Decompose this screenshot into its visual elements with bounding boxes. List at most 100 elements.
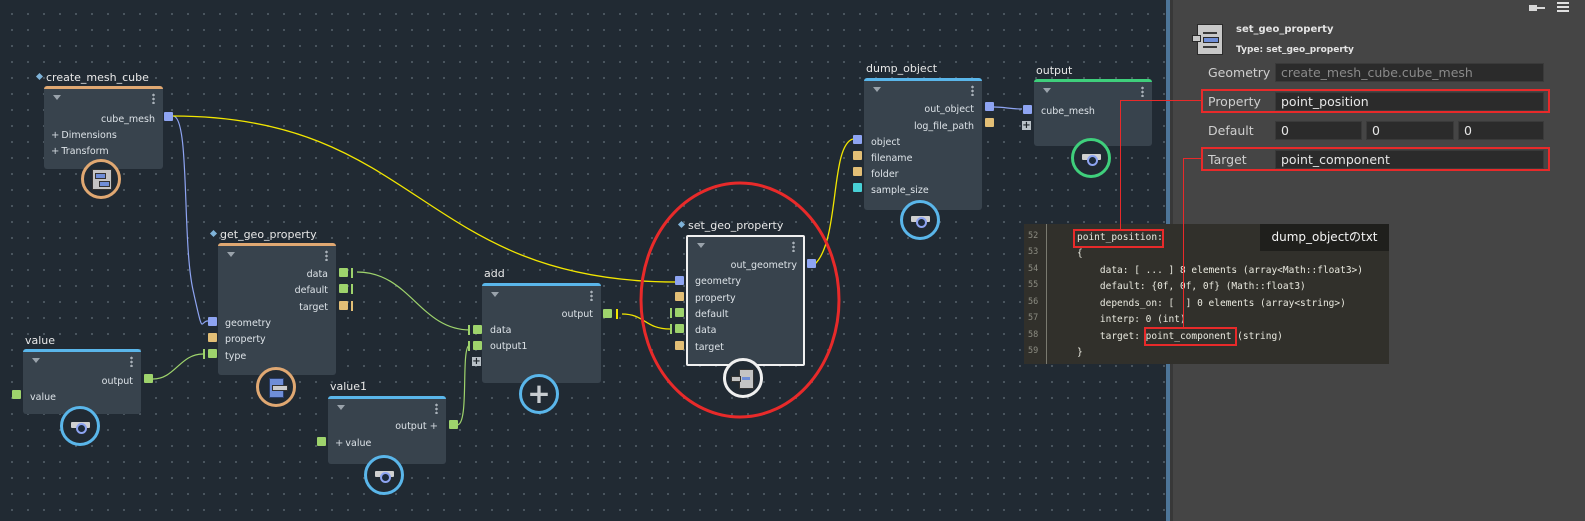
property-field[interactable]: point_position — [1275, 92, 1544, 111]
node-output[interactable]: cube_mesh — [1034, 79, 1152, 146]
port-in-property[interactable] — [208, 333, 217, 342]
group-dimensions[interactable]: +Dimensions — [51, 130, 117, 142]
port-out-output[interactable] — [603, 309, 612, 318]
line-number: 56 — [1028, 297, 1039, 307]
default-x-field[interactable]: 0 — [1275, 121, 1362, 140]
port-in-value[interactable] — [317, 437, 326, 446]
line-number: 52 — [1028, 231, 1039, 241]
line-number: 53 — [1028, 247, 1039, 257]
set-property-node-icon[interactable] — [723, 358, 763, 398]
port-in-default[interactable] — [675, 308, 684, 317]
node-menu-icon[interactable] — [792, 241, 795, 252]
node-menu-icon[interactable] — [971, 85, 974, 96]
viewer-icon — [1082, 154, 1101, 166]
collapse-icon[interactable] — [697, 243, 705, 248]
port-in-type[interactable] — [208, 349, 217, 358]
port-in-geometry[interactable] — [208, 317, 217, 326]
port-in-value[interactable] — [12, 390, 21, 399]
code-line: point_position: — [1077, 232, 1163, 243]
expand-icon[interactable]: + — [335, 438, 344, 449]
port-label-output: output + — [395, 421, 440, 433]
node-set-geo-property[interactable]: out_geometry geometry property default d… — [686, 235, 805, 366]
hamburger-menu-icon[interactable] — [1557, 2, 1571, 13]
collapse-icon[interactable] — [227, 252, 235, 257]
connector-line — [1183, 158, 1201, 159]
port-label-property: property — [225, 334, 266, 345]
port-label-default: default — [294, 285, 328, 296]
connector-line — [1120, 100, 1121, 229]
collapse-icon[interactable] — [491, 292, 499, 297]
default-y-field[interactable]: 0 — [1366, 121, 1454, 140]
expand-icon[interactable]: + — [429, 421, 438, 432]
node-type: Type: set_geo_property — [1236, 45, 1354, 55]
node-title-get-geo-property[interactable]: get_geo_property — [209, 228, 317, 241]
collapse-icon[interactable] — [53, 95, 61, 100]
gutter-divider — [1046, 224, 1047, 364]
node-add[interactable]: output data output1 — [482, 283, 601, 383]
viewer-node-icon[interactable] — [364, 455, 404, 495]
arrow-icon — [731, 376, 741, 382]
node-value1[interactable]: output + +value — [328, 396, 446, 464]
port-out-output[interactable] — [144, 374, 153, 383]
node-title-dump-object[interactable]: dump_object — [866, 62, 938, 75]
collapse-icon[interactable] — [1043, 88, 1051, 93]
port-in-sample-size[interactable] — [853, 183, 862, 192]
property-highlight-box — [1201, 89, 1550, 113]
node-graph-canvas[interactable] — [0, 0, 1166, 521]
port-in-geometry[interactable] — [675, 276, 684, 285]
port-out-output[interactable] — [449, 420, 458, 429]
port-connection-marker — [670, 308, 672, 318]
port-out-out-geometry[interactable] — [807, 259, 816, 268]
node-menu-icon[interactable] — [130, 356, 133, 367]
node-menu-icon[interactable] — [1141, 86, 1144, 97]
group-transform[interactable]: +Transform — [51, 146, 109, 158]
port-out-data[interactable] — [339, 268, 348, 277]
node-menu-icon[interactable] — [325, 250, 328, 261]
get-property-node-icon[interactable] — [256, 367, 296, 407]
pin-icon[interactable] — [1529, 4, 1545, 12]
viewer-node-icon[interactable] — [1071, 138, 1111, 178]
port-in-target[interactable] — [675, 341, 684, 350]
viewer-node-icon[interactable] — [900, 200, 940, 240]
collapse-icon[interactable] — [32, 358, 40, 363]
node-menu-icon[interactable] — [435, 403, 438, 414]
node-dump-object[interactable]: out_object log_file_path object filename… — [864, 78, 982, 210]
port-in-object[interactable] — [853, 135, 862, 144]
node-value[interactable]: output value — [23, 349, 141, 414]
cube-mesh-node-icon[interactable] — [81, 159, 121, 199]
port-out-cube-mesh[interactable] — [164, 112, 173, 121]
port-in-data[interactable] — [473, 325, 482, 334]
node-title-add[interactable]: add — [484, 267, 505, 280]
default-z-field[interactable]: 0 — [1458, 121, 1544, 140]
port-out-log-file-path[interactable] — [985, 118, 994, 127]
node-get-geo-property[interactable]: data default target geometry property ty… — [218, 243, 336, 375]
node-title-value[interactable]: value — [25, 334, 56, 347]
node-menu-icon[interactable] — [152, 93, 155, 104]
port-out-default[interactable] — [339, 284, 348, 293]
node-menu-icon[interactable] — [590, 290, 593, 301]
add-input-button[interactable]: + — [1022, 120, 1031, 131]
port-connection-marker — [670, 324, 672, 334]
port-in-property[interactable] — [675, 292, 684, 301]
port-in-cube-mesh[interactable] — [1023, 105, 1032, 114]
port-in-output1[interactable] — [473, 341, 482, 350]
node-name: set_geo_property — [1236, 24, 1334, 35]
node-title-set-geo-property[interactable]: set_geo_property — [677, 219, 783, 232]
target-field[interactable]: point_component — [1275, 150, 1544, 169]
collapse-icon[interactable] — [337, 405, 345, 410]
add-node-icon[interactable]: + — [519, 374, 559, 414]
viewer-node-icon[interactable] — [60, 406, 100, 446]
node-create-mesh-cube[interactable]: cube_mesh +Dimensions +Transform — [44, 86, 163, 169]
port-in-filename[interactable] — [853, 151, 862, 160]
port-out-target[interactable] — [339, 301, 348, 310]
node-title-output[interactable]: output — [1036, 64, 1073, 77]
add-input-button[interactable]: + — [472, 356, 481, 367]
port-in-data[interactable] — [675, 324, 684, 333]
port-label-log-file-path: log_file_path — [913, 121, 974, 132]
collapse-icon[interactable] — [873, 87, 881, 92]
node-title-create-mesh-cube[interactable]: create_mesh_cube — [35, 71, 149, 84]
port-in-folder[interactable] — [853, 167, 862, 176]
node-title-value1[interactable]: value1 — [330, 380, 368, 393]
port-label-data: data — [306, 269, 328, 280]
port-out-out-object[interactable] — [985, 102, 994, 111]
